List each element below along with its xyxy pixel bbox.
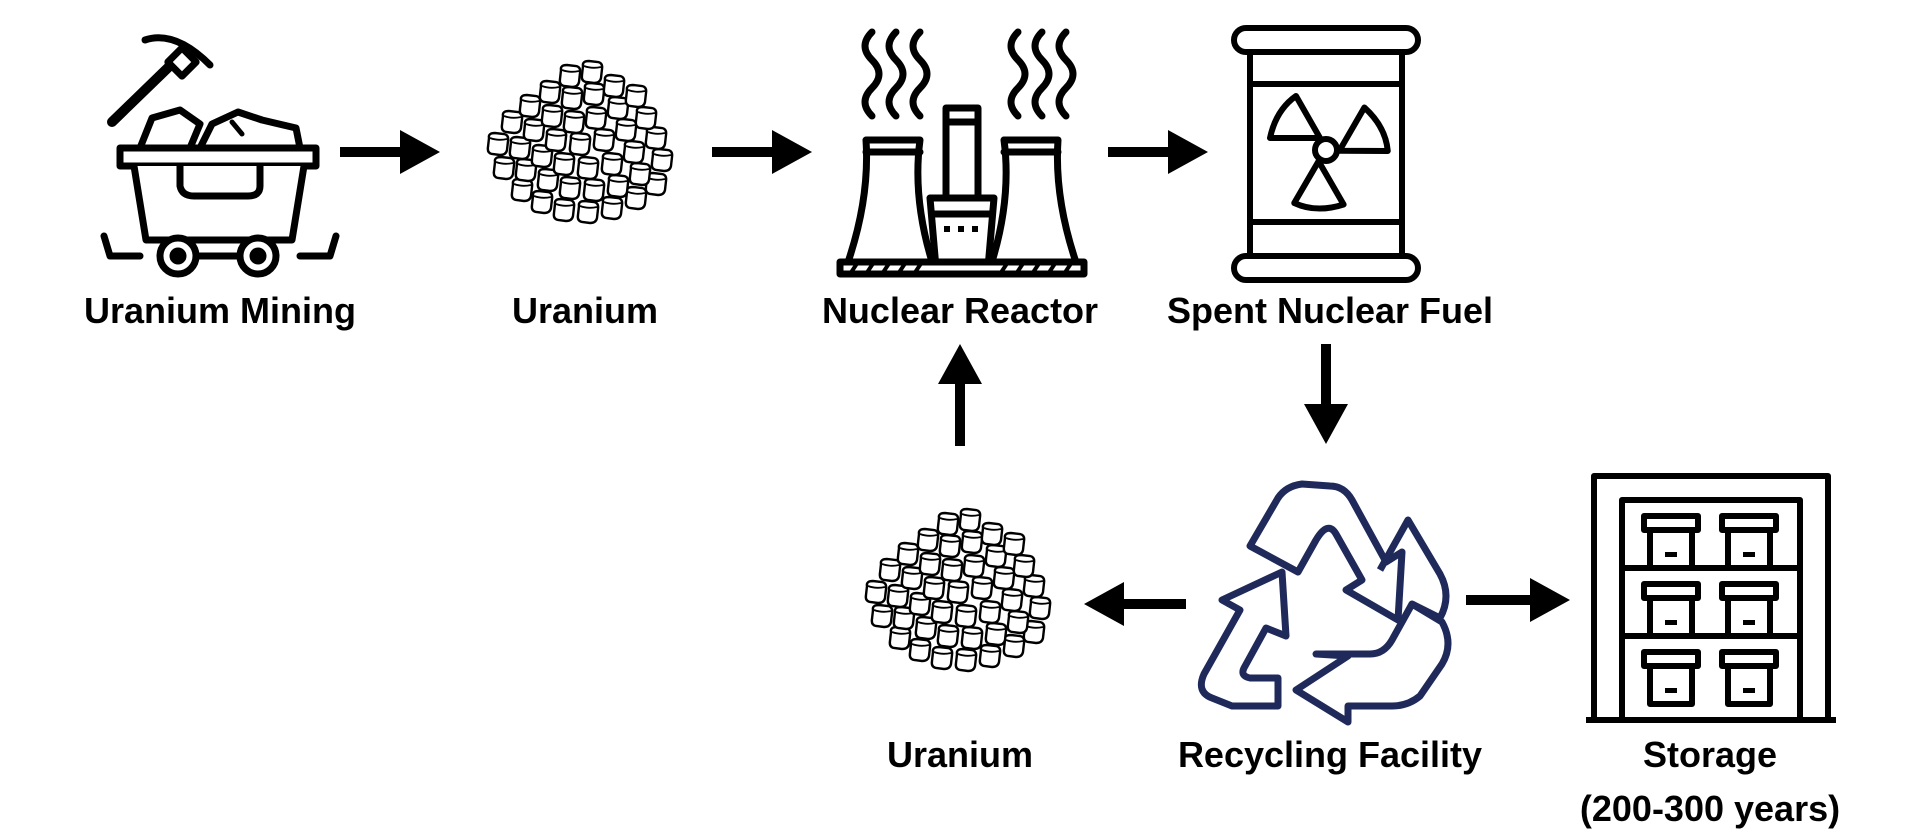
storage-shelf-icon [1586,473,1836,723]
mine-cart-pickaxe-icon [100,34,340,278]
arrow-uranium-to-reactor-return [938,344,982,446]
arrow-uranium-to-reactor [712,130,812,174]
label-uranium-bottom: Uranium [886,734,1034,775]
arrow-recycling-to-uranium [1084,582,1186,626]
arrow-mining-to-uranium [340,130,440,174]
label-storage-duration: (200-300 years) [1579,788,1841,829]
arrow-recycling-to-storage [1466,578,1570,622]
uranium-pellets-icon [866,509,1050,671]
label-uranium-top: Uranium [511,290,659,331]
radioactive-barrel-icon [1231,25,1421,283]
label-storage: Storage [1642,734,1778,775]
arrow-spent-fuel-to-recycling [1304,344,1348,444]
nuclear-plant-icon [836,28,1088,278]
recycle-icon [1197,480,1452,726]
label-nuclear-reactor: Nuclear Reactor [821,290,1099,331]
uranium-pellets-icon [488,61,672,223]
arrow-reactor-to-spent-fuel [1108,130,1208,174]
label-spent-nuclear-fuel: Spent Nuclear Fuel [1166,290,1494,331]
label-uranium-mining: Uranium Mining [84,290,356,331]
label-recycling-facility: Recycling Facility [1177,734,1483,775]
